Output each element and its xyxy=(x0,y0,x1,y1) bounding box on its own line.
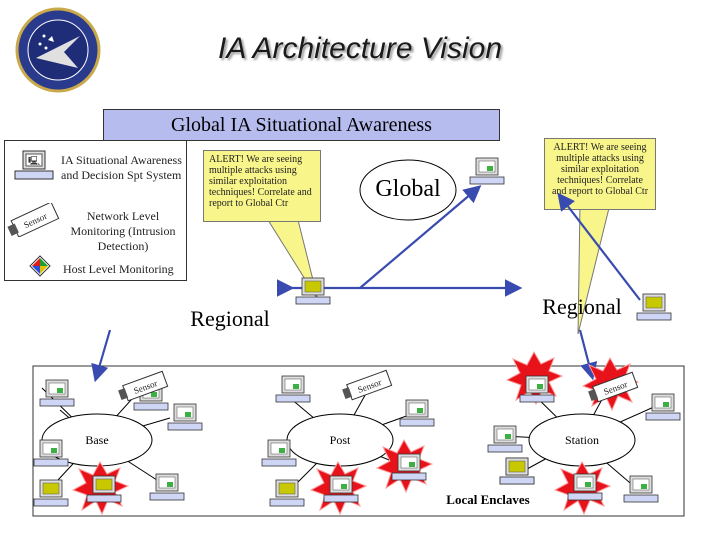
regional-left-label: Regional xyxy=(190,306,270,331)
global-label: Global xyxy=(375,176,441,202)
svg-text:🖳: 🖳 xyxy=(28,156,40,166)
local-enclaves-label: Local Enclaves xyxy=(446,492,530,507)
computer-icon: 🖳 xyxy=(14,150,54,180)
seal-logo xyxy=(15,7,101,93)
legend-panel: 🖳 IA Situational Awareness and Decision … xyxy=(4,140,187,281)
legend-item-situational-awareness: IA Situational Awareness and Decision Sp… xyxy=(61,153,182,182)
legend-item-host-monitoring: Host Level Monitoring xyxy=(63,262,174,276)
page-title: IA Architecture Vision xyxy=(217,32,503,65)
post-label: Post xyxy=(329,433,351,447)
legend-item-network-monitoring: Network Level Monitoring (Intrusion Dete… xyxy=(70,209,176,253)
global-ia-banner: Global IA Situational Awareness xyxy=(103,109,500,141)
host-monitor-icon xyxy=(29,255,51,277)
base-label: Base xyxy=(85,433,109,447)
alert-callout-left: ALERT! We are seeing multiple attacks us… xyxy=(203,150,321,222)
station-label: Station xyxy=(564,433,599,447)
regional-right-label: Regional xyxy=(542,294,622,319)
sensor-icon: Sensor xyxy=(7,203,60,237)
